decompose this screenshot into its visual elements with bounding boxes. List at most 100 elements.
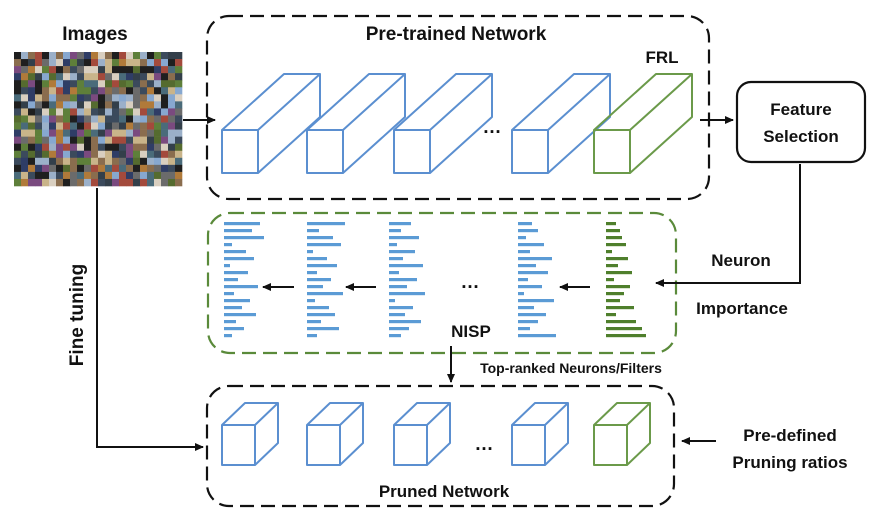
importance-bars-1: [224, 222, 264, 338]
nisp-box: [206, 211, 678, 355]
importance-bar: [518, 250, 530, 254]
importance-bar: [518, 229, 538, 233]
importance-bar: [389, 243, 397, 247]
importance-bar: [224, 278, 238, 282]
importance-bar: [518, 222, 532, 226]
pruned-block-2: [306, 402, 364, 466]
neuron-label: Neuron: [711, 251, 771, 270]
importance-bar: [389, 250, 415, 254]
importance-bar: [224, 229, 252, 233]
importance-bar: [307, 306, 329, 310]
importance-bars-3: [389, 222, 425, 338]
pruned-block-1: [221, 402, 279, 466]
importance-bar: [224, 292, 234, 296]
predefined-label-1: Pre-defined: [743, 426, 837, 445]
importance-bar: [224, 306, 242, 310]
importance-bar: [389, 334, 401, 338]
importance-bar: [224, 299, 250, 303]
importance-bar: [606, 243, 626, 247]
importance-bar: [389, 236, 419, 240]
importance-bar: [518, 278, 528, 282]
importance-bar: [606, 320, 636, 324]
pruned-ellipsis: …: [475, 434, 494, 455]
importance-bar: [389, 299, 395, 303]
importance-bar: [224, 243, 232, 247]
importance-bar: [224, 250, 246, 254]
importance-bar: [606, 257, 628, 261]
importance-bar: [224, 264, 230, 268]
importance-bar: [518, 236, 526, 240]
importance-bar: [389, 306, 413, 310]
importance-bar: [518, 313, 546, 317]
importance-bar: [307, 229, 319, 233]
nisp-ellipsis: …: [461, 272, 480, 293]
fine-tuning-label: Fine tuning: [67, 264, 88, 366]
importance-bar: [224, 257, 254, 261]
pretrained-network-label: Pre-trained Network: [366, 24, 547, 45]
importance-bar: [606, 292, 624, 296]
importance-bar: [606, 264, 618, 268]
importance-bar: [389, 222, 411, 226]
importance-bars-4: [518, 222, 556, 338]
importance-bar: [389, 320, 421, 324]
feature-selection-label-2: Selection: [763, 127, 839, 146]
importance-bar: [307, 264, 337, 268]
pretrained-block-1: [221, 73, 321, 174]
predefined-label-2: Pruning ratios: [732, 453, 847, 472]
pruned-block-3: [393, 402, 451, 466]
images-mosaic-icon: [14, 52, 183, 187]
importance-bar: [518, 271, 548, 275]
importance-bar: [224, 334, 232, 338]
frl-block: [593, 73, 693, 174]
importance-bar: [389, 313, 405, 317]
importance-bar: [307, 285, 323, 289]
importance-bar: [224, 285, 258, 289]
importance-bar: [307, 292, 343, 296]
importance-bar: [389, 292, 425, 296]
pruned-network-label: Pruned Network: [379, 482, 510, 501]
importance-bar: [606, 236, 622, 240]
importance-bar: [307, 334, 317, 338]
importance-bar: [224, 236, 264, 240]
importance-bars-2: [307, 222, 345, 338]
importance-bar: [606, 306, 634, 310]
frl-label: FRL: [645, 48, 678, 67]
importance-bar: [606, 229, 620, 233]
importance-bar: [518, 243, 544, 247]
images-label: Images: [62, 24, 127, 45]
importance-bar: [518, 264, 536, 268]
importance-bar: [389, 285, 407, 289]
importance-bar: [224, 327, 244, 331]
feature-selection-box: [735, 80, 867, 164]
pruned-frl-block: [593, 402, 651, 466]
importance-bar: [518, 334, 556, 338]
pretrained-block-2: [306, 73, 406, 174]
importance-bar: [389, 264, 423, 268]
importance-bar: [518, 257, 552, 261]
importance-bar: [224, 320, 236, 324]
pretrained-block-4: [511, 73, 611, 174]
pruned-network-box: [205, 384, 676, 508]
top-ranked-label: Top-ranked Neurons/Filters: [480, 360, 662, 376]
importance-bar: [307, 278, 331, 282]
pruned-block-4: [511, 402, 569, 466]
importance-bar: [518, 327, 530, 331]
importance-bar: [307, 299, 315, 303]
importance-bar: [224, 271, 248, 275]
importance-bar: [389, 278, 417, 282]
pretrained-block-3: [393, 73, 493, 174]
importance-bar: [606, 285, 630, 289]
importance-bar: [518, 285, 542, 289]
importance-bar-groups: [224, 222, 646, 338]
importance-bar: [606, 278, 614, 282]
importance-bar: [307, 222, 345, 226]
importance-bar: [389, 257, 403, 261]
pretrained-ellipsis: …: [483, 117, 502, 138]
importance-bar: [307, 257, 327, 261]
importance-bar: [606, 313, 616, 317]
importance-bar: [307, 236, 333, 240]
importance-bars-frl: [606, 222, 646, 338]
importance-label: Importance: [696, 299, 788, 318]
